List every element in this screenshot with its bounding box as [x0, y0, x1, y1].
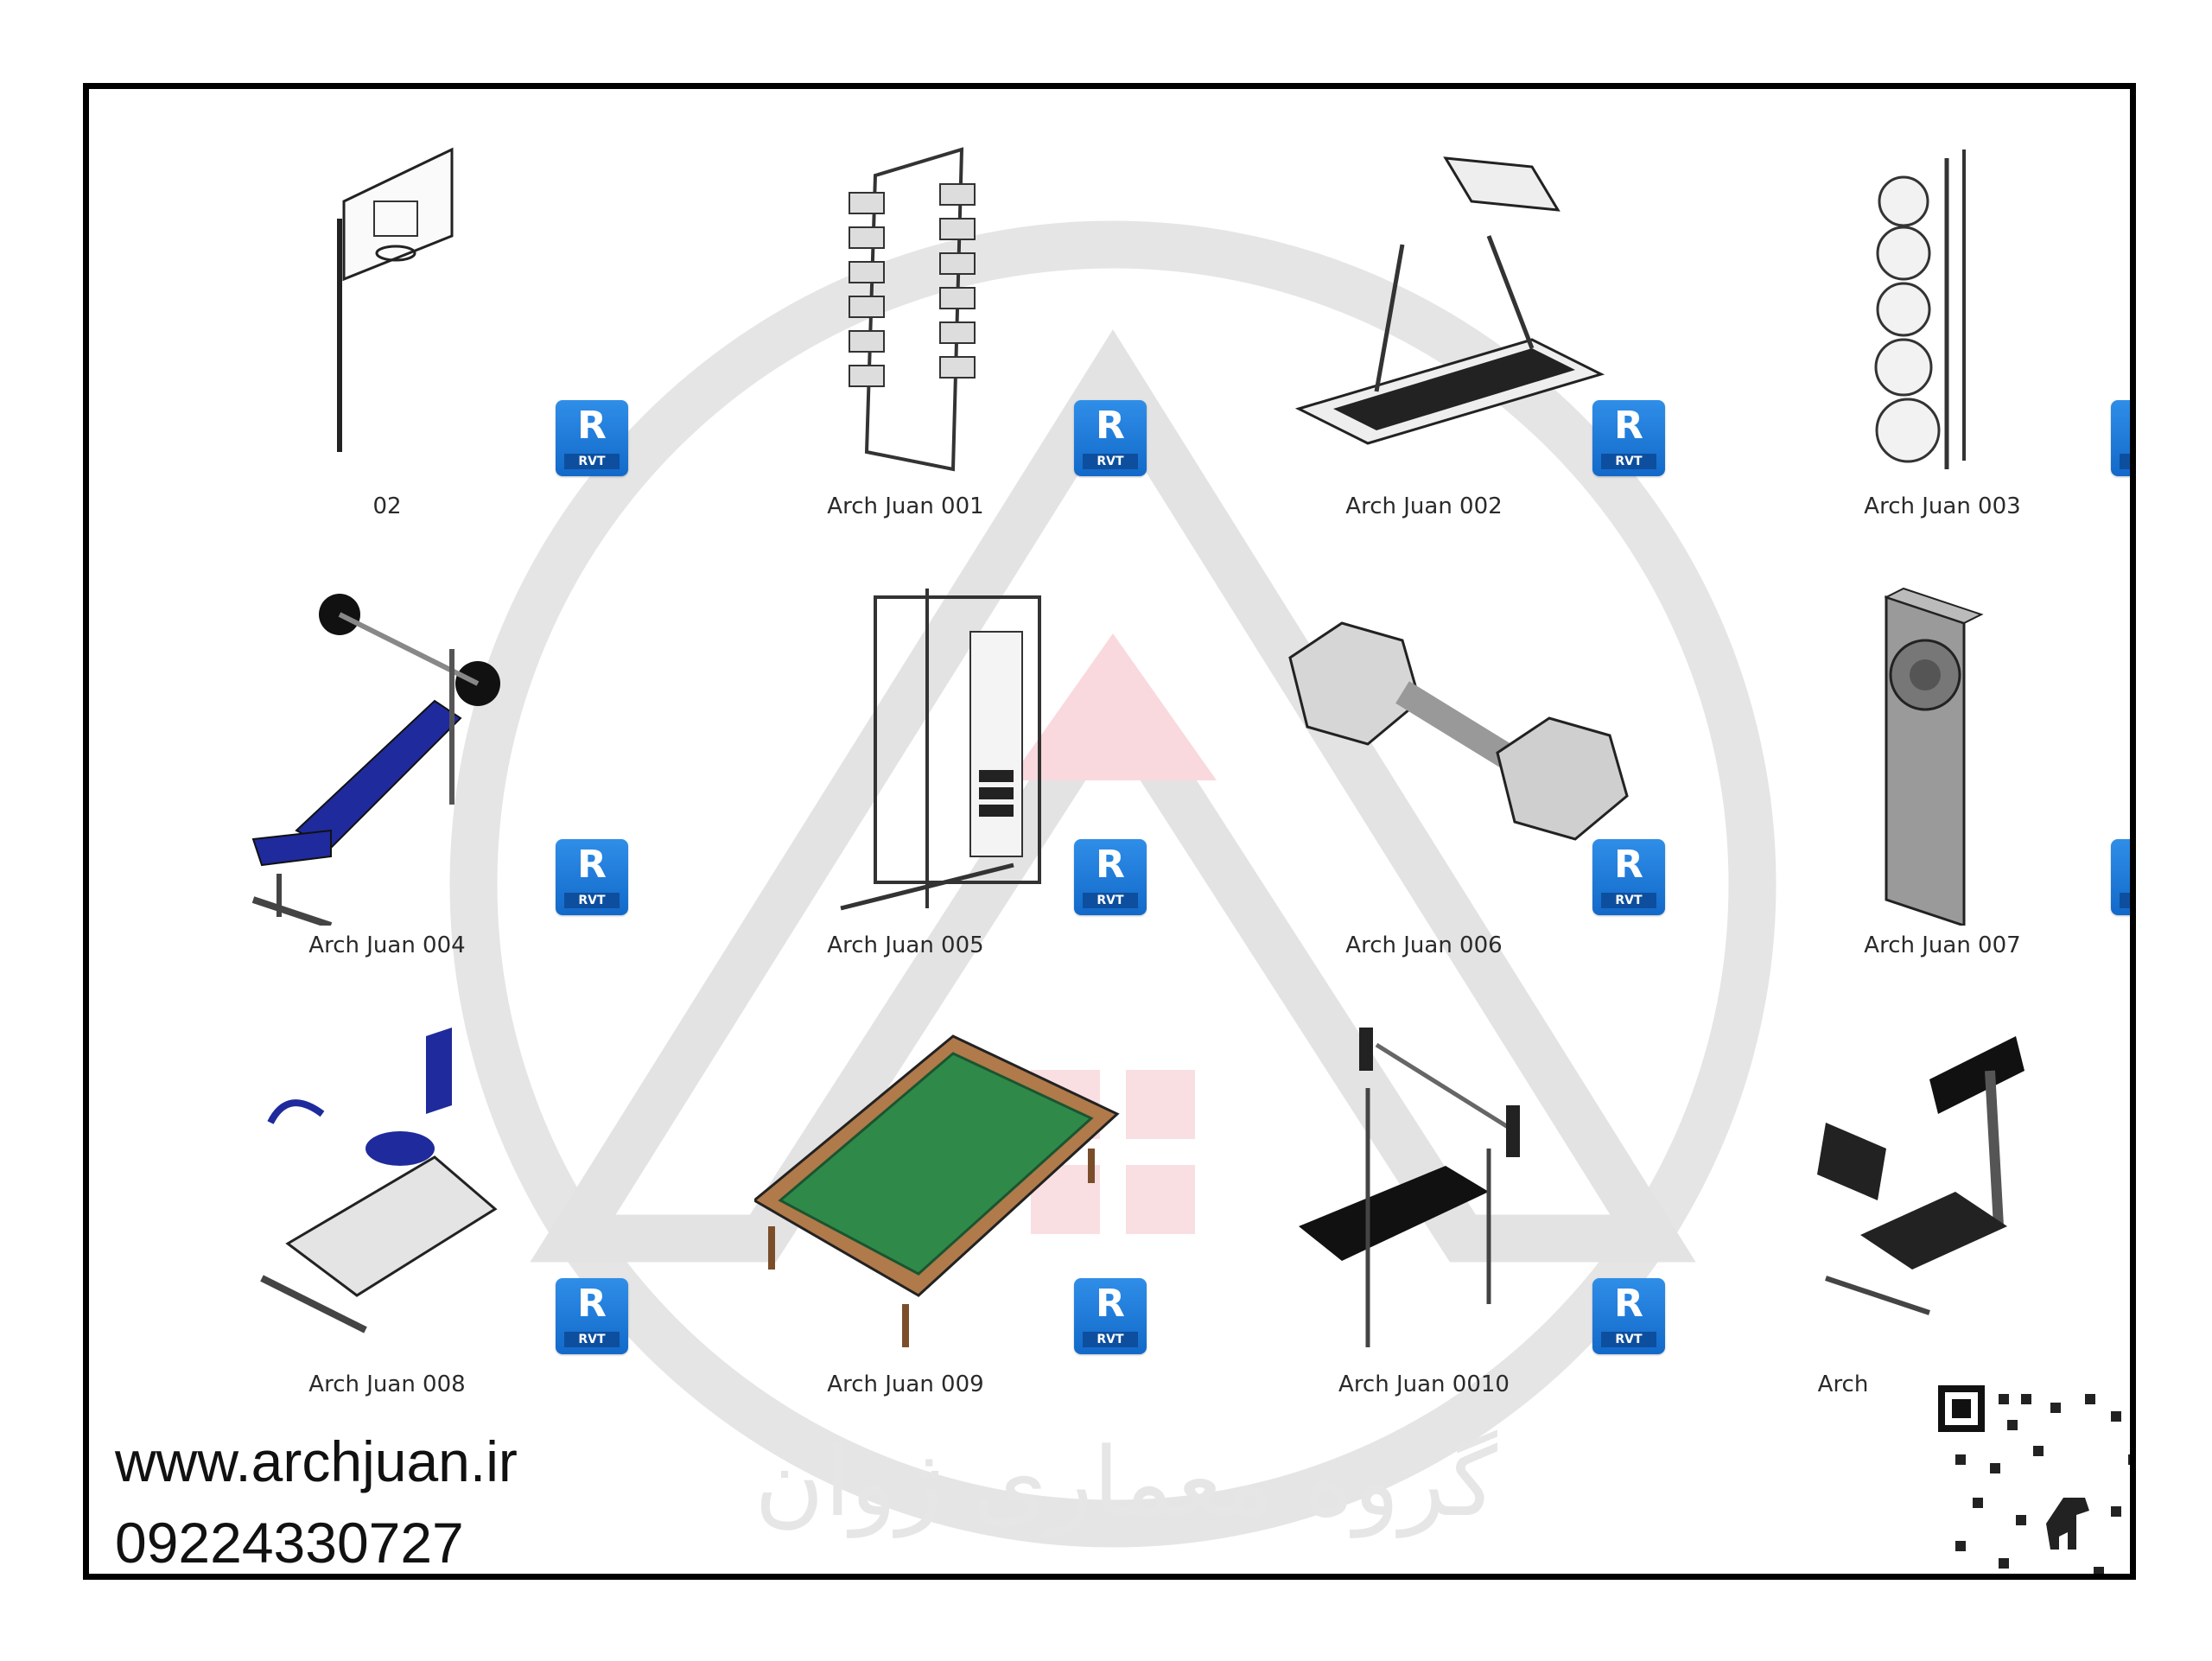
exercise-bike-icon — [260, 1028, 498, 1333]
file-item[interactable]: Arch — [1757, 1002, 2130, 1434]
file-name: Arch Juan 007 — [1864, 932, 2021, 958]
file-name: Arch Juan 001 — [827, 493, 984, 519]
bench-press-icon — [1299, 1028, 1520, 1347]
file-name: Arch Juan 008 — [308, 1371, 466, 1397]
weight-bench-icon — [251, 594, 500, 929]
elliptical-icon — [1817, 1036, 2024, 1315]
file-name: Arch — [1817, 1371, 1869, 1397]
file-name: 02 — [372, 493, 402, 519]
file-name: Arch Juan 002 — [1345, 493, 1503, 519]
website-text: www.archjuan.ir — [115, 1429, 518, 1493]
file-name: Arch Juan 003 — [1864, 493, 2021, 519]
qr-code-icon — [1938, 1385, 2130, 1574]
file-name: Arch Juan 005 — [827, 932, 984, 958]
file-name: Arch Juan 006 — [1345, 932, 1503, 958]
dumbbell-rack-icon — [849, 147, 976, 472]
dumbbell-icon — [1288, 621, 1629, 841]
ball-rack-icon — [1874, 150, 1966, 469]
treadmill-icon — [1294, 156, 1605, 445]
phone-text: 09224330727 — [115, 1511, 464, 1575]
file-name: Arch Juan 009 — [827, 1371, 984, 1397]
home-gym-icon — [840, 589, 1041, 911]
pool-table-icon — [752, 1034, 1120, 1347]
basketball-hoop-icon — [337, 147, 454, 452]
dartboard-icon — [1884, 587, 1984, 928]
file-name: Arch Juan 0010 — [1338, 1371, 1510, 1397]
file-name: Arch Juan 004 — [308, 932, 466, 958]
